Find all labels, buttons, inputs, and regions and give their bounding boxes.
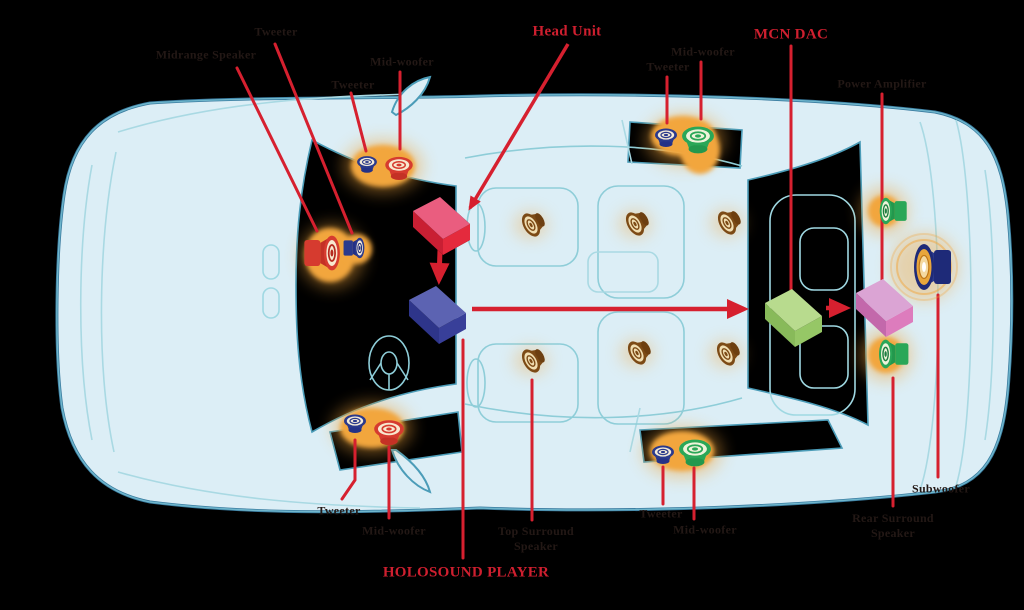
speakers [303, 125, 958, 468]
leader-lower-front-tweeter [340, 438, 357, 501]
component-boxes [409, 197, 913, 347]
rear-window-glass [747, 140, 869, 427]
label-lower-front-woofer: Mid-woofer [362, 523, 426, 538]
car-detail-lines [79, 93, 995, 509]
label-holosound-player: HOLOSOUND PLAYER [382, 564, 550, 581]
holosound-player-box [409, 286, 466, 344]
label-lower-front-tweeter: Tweeter [317, 503, 361, 518]
label-power-amplifier: Power Amplifier [837, 76, 927, 91]
leader-front-door-midrange [235, 66, 319, 233]
label-upper-rear-tweeter: Tweeter [646, 59, 690, 74]
label-top-surround-speaker: Top Surround Speaker [498, 524, 574, 554]
label-line: Rear Surround [852, 511, 934, 525]
label-subwoofer: Subwoofer [911, 481, 971, 496]
label-head-unit: Head Unit [532, 23, 602, 40]
arrow-headunit-to-player [429, 249, 450, 285]
label-front-door-midrange: Midrange Speaker [155, 47, 257, 62]
leader-lines [235, 42, 940, 560]
label-rear-surround-speaker: Rear Surround Speaker [852, 511, 934, 541]
label-line: Speaker [513, 539, 559, 553]
side-mirror-lower [390, 449, 432, 494]
head-unit-box [413, 197, 470, 255]
label-mcn-dac: MCN DAC [753, 26, 829, 43]
arrow-headunit-leader [468, 43, 570, 211]
label-dash-woofer: Mid-woofer [370, 54, 434, 69]
label-upper-rear-woofer: Mid-woofer [671, 44, 735, 59]
steering-wheel [368, 335, 410, 391]
label-lower-rear-woofer: Mid-woofer [673, 522, 737, 537]
label-dash-tweeter: Tweeter [331, 77, 375, 92]
mcn-dac-box [765, 289, 822, 347]
power-amplifier-box [856, 279, 913, 337]
leader-dash-tweeter [349, 91, 368, 153]
label-lower-rear-tweeter: Tweeter [639, 506, 683, 521]
leader-front-door-tweeter [273, 42, 354, 235]
label-line: Speaker [870, 526, 916, 540]
subwoofer-icon [890, 233, 958, 301]
label-front-door-tweeter: Tweeter [254, 24, 298, 39]
signal-flow-arrows [429, 43, 851, 319]
label-line: Top Surround [498, 524, 574, 538]
